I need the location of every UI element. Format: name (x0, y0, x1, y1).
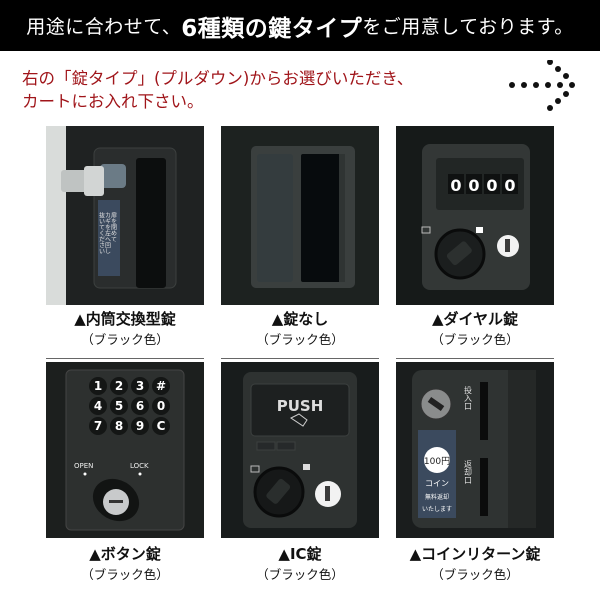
lock-color: （ブラック色） (256, 332, 344, 347)
svg-text:5: 5 (115, 399, 123, 413)
lock-color: （ブラック色） (81, 332, 169, 347)
caption-button: ▲ボタン錠 （ブラック色） (46, 544, 204, 584)
svg-text:3: 3 (136, 379, 144, 393)
svg-text:OPEN: OPEN (74, 462, 93, 470)
notice-line-2: カートにお入れ下さい。 (22, 92, 204, 111)
svg-text:8: 8 (115, 419, 123, 433)
svg-text:投入口: 投入口 (464, 385, 473, 410)
svg-text:#: # (156, 379, 166, 393)
dial-digit-1: 0 (450, 176, 461, 195)
lock-color: （ブラック色） (431, 332, 519, 347)
svg-text:抜いてください: 抜いてください (98, 211, 105, 254)
caption-ic: ▲IC錠 （ブラック色） (221, 544, 379, 584)
caption-none: ▲錠なし （ブラック色） (221, 309, 379, 349)
svg-text:6: 6 (136, 399, 144, 413)
lock-color: （ブラック色） (81, 567, 169, 582)
lock-image-coin-return: 100円 コイン 無料返却 いたします 投入口 返却口 (396, 362, 554, 538)
svg-text:2: 2 (115, 379, 123, 393)
divider (396, 358, 554, 359)
svg-text:1: 1 (94, 379, 102, 393)
dial-digit-4: 0 (504, 176, 515, 195)
dotted-right-arrow-icon (509, 60, 575, 111)
caption-coin-return: ▲コインリターン錠 （ブラック色） (396, 544, 554, 584)
lock-name: ▲内筒交換型錠 (74, 310, 176, 328)
lock-image-ic: PUSH (221, 362, 379, 538)
banner-text-before: 用途に合わせて、 (26, 16, 182, 38)
dial-digit-3: 0 (486, 176, 497, 195)
divider (221, 358, 379, 359)
svg-text:0: 0 (157, 399, 165, 413)
unlock-icon (250, 465, 260, 473)
lock-image-dial: 0 0 0 0 (396, 126, 554, 305)
header-banner: 用途に合わせて、6種類の鍵タイプをご用意しております。 (0, 0, 600, 51)
lock-name: ▲コインリターン錠 (409, 545, 541, 563)
svg-text:無料返却: 無料返却 (425, 493, 449, 501)
svg-text:返却口: 返却口 (464, 460, 473, 484)
svg-text:7: 7 (94, 419, 102, 433)
lock-color: （ブラック色） (256, 567, 344, 582)
svg-text:LOCK: LOCK (130, 462, 149, 470)
lock-image-cylinder: 扉を閉めて カギを左へ回し 抜いてください (46, 126, 204, 305)
caption-cylinder: ▲内筒交換型錠 （ブラック色） (46, 309, 204, 349)
lock-icon (476, 227, 483, 233)
banner-text-after: をご用意しております。 (362, 16, 574, 38)
svg-text:いたします: いたします (422, 506, 452, 513)
svg-text:9: 9 (136, 419, 144, 433)
lock-name: ▲ボタン錠 (89, 545, 161, 563)
instruction-notice: 右の「錠タイプ」(プルダウン)からお選びいただき、 カートにお入れ下さい。 (22, 67, 413, 113)
banner-text-emphasis: 6種類の鍵タイプ (181, 15, 363, 42)
key-instruction-label (98, 200, 120, 276)
lock-name: ▲ダイヤル錠 (431, 310, 519, 328)
dial-digit-2: 0 (468, 176, 479, 195)
svg-text:PUSH: PUSH (277, 397, 324, 415)
lock-icon (303, 464, 310, 470)
divider (46, 358, 204, 359)
svg-text:コイン: コイン (425, 479, 449, 488)
lock-color: （ブラック色） (431, 567, 519, 582)
lock-name: ▲錠なし (271, 310, 329, 328)
svg-text:100円: 100円 (424, 456, 450, 467)
notice-line-1: 右の「錠タイプ」(プルダウン)からお選びいただき、 (22, 69, 414, 88)
caption-dial: ▲ダイヤル錠 （ブラック色） (396, 309, 554, 349)
unlock-icon (421, 226, 431, 234)
lock-name: ▲IC錠 (278, 545, 322, 563)
touch-hand-icon (290, 413, 308, 427)
lock-image-none (221, 126, 379, 305)
svg-text:扉を閉めて: 扉を閉めて (110, 211, 117, 242)
svg-text:C: C (157, 419, 166, 433)
svg-text:カギを左へ回し: カギを左へ回し (104, 212, 111, 254)
svg-text:4: 4 (94, 399, 102, 413)
